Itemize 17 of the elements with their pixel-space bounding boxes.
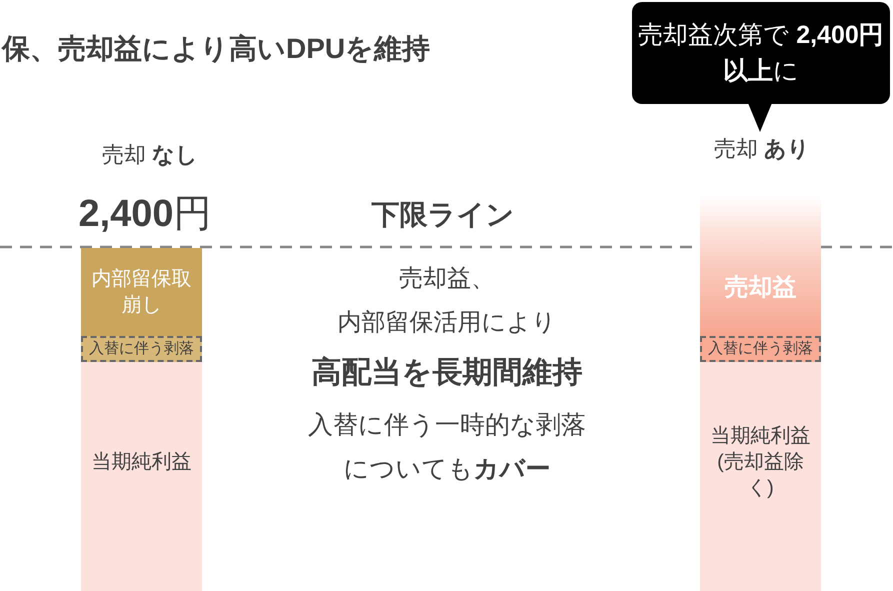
value-label: 2,400円 — [78, 192, 212, 237]
title: 保、売却益により高いDPUを維持 — [2, 32, 430, 66]
dashed-box: 入替に伴う剥落 — [81, 336, 202, 362]
bar-segment: 当期純利益 (売却益除く) — [700, 362, 821, 591]
callout-bubble: 売却益次第で 2,400円以上に — [632, 2, 890, 104]
body-text: 売却益、 — [399, 264, 495, 294]
dashed-box: 入替に伴う剥落 — [700, 336, 821, 362]
bar-segment: 売却益 — [700, 195, 821, 336]
bar-segment: 内部留保取崩し — [81, 248, 202, 336]
body-text: 内部留保活用により — [338, 308, 556, 338]
body-text: 入替に伴う一時的な剥落 — [308, 410, 586, 441]
body-text: についてもカバー — [344, 454, 550, 485]
bar-segment: 当期純利益 — [81, 362, 202, 591]
column-label: 売却 あり — [714, 135, 810, 163]
line-label: 下限ライン — [372, 198, 514, 232]
column-label: 売却 なし — [102, 141, 198, 169]
body-text: 高配当を長期間維持 — [312, 354, 582, 391]
